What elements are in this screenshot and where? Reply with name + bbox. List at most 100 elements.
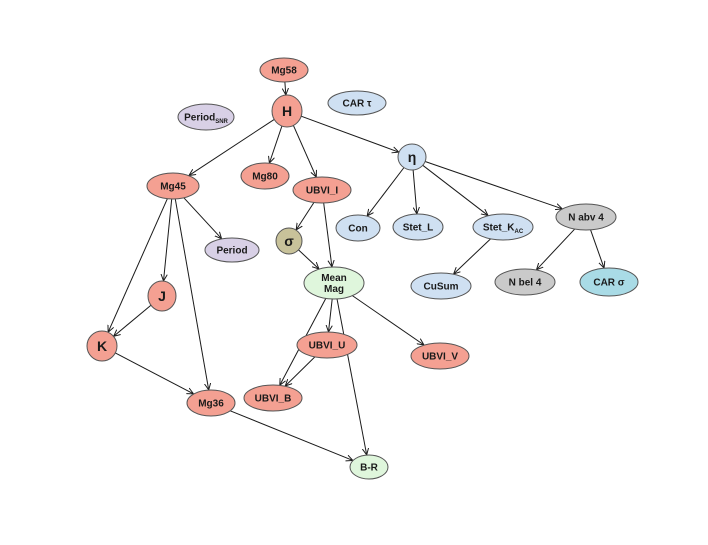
- node-mg36: Mg36: [186, 389, 236, 417]
- node-label-main: B-R: [360, 463, 379, 474]
- node-label-main: CAR σ: [593, 278, 624, 289]
- node-shape: [147, 280, 177, 312]
- node-label: CAR σ: [593, 278, 624, 289]
- node-shape: [243, 384, 303, 412]
- node-stet-l: Stet_L: [392, 213, 444, 241]
- node-shape: [86, 330, 118, 362]
- node-label: UBVI_V: [422, 352, 458, 363]
- edge-n-abv-4-to-n-bel-4: [537, 228, 576, 269]
- edge-ubvi-i-to-sigma: [296, 202, 315, 229]
- node-label: N bel 4: [509, 278, 542, 289]
- node-label: J: [158, 288, 166, 304]
- node-con: Con: [335, 214, 381, 242]
- node-mg45: Mg45: [146, 172, 200, 200]
- edge-mean-mag-to-ubvi-v: [352, 295, 423, 345]
- node-label-main: Mg80: [252, 172, 278, 183]
- node-shape: [410, 342, 470, 370]
- edge-ubvi-u-to-ubvi-b: [285, 356, 316, 386]
- node-ubvi-b: UBVI_B: [243, 384, 303, 412]
- edge-h-to-eta: [301, 115, 398, 152]
- node-label-main: η: [408, 149, 417, 165]
- node-b-r: B-R: [349, 454, 389, 480]
- edge-mean-mag-to-b-r: [336, 298, 367, 455]
- node-label-main: UBVI_V: [422, 352, 458, 363]
- node-label-main: K: [97, 338, 107, 354]
- node-label: η: [408, 149, 417, 165]
- node-label-main: Mg36: [198, 399, 224, 410]
- node-shape: [292, 176, 352, 204]
- edge-h-to-mg45: [189, 118, 275, 175]
- edge-sigma-to-mean-mag: [298, 249, 319, 269]
- edge-eta-to-stet-l: [412, 169, 417, 214]
- node-label-main: CuSum: [424, 282, 459, 293]
- node-shape: [579, 267, 639, 297]
- node-shape: [186, 389, 236, 417]
- node-mg58: Mg58: [259, 57, 309, 83]
- node-n-bel-4: N bel 4: [494, 268, 556, 296]
- node-shape: [410, 272, 472, 300]
- node-label: UBVI_B: [255, 394, 292, 405]
- node-label-main: J: [158, 288, 166, 304]
- node-shape: [146, 172, 200, 200]
- node-shape: [177, 103, 235, 131]
- node-label: N abv 4: [568, 213, 604, 224]
- node-shape: [303, 266, 365, 300]
- node-label-subscript: AC: [515, 229, 524, 235]
- node-eta: η: [397, 143, 427, 171]
- node-label-main: CAR τ: [343, 99, 372, 110]
- edge-h-to-mg80: [269, 125, 283, 163]
- node-label: Mg58: [271, 66, 297, 77]
- edge-mg45-to-period: [183, 197, 221, 239]
- edge-mean-mag-to-ubvi-u: [329, 298, 333, 332]
- node-label: UBVI_I: [306, 186, 338, 197]
- node-shape: [555, 203, 617, 231]
- node-label-main: UBVI_U: [309, 341, 346, 352]
- node-shape: [327, 90, 387, 116]
- node-label-main: UBVI_I: [306, 186, 338, 197]
- node-label-main: Stet_L: [403, 223, 434, 234]
- node-shape: [296, 331, 358, 359]
- node-car-sigma: CAR σ: [579, 267, 639, 297]
- node-label-main: Mg58: [271, 66, 297, 77]
- node-mg80: Mg80: [240, 162, 290, 190]
- node-k: K: [86, 330, 118, 362]
- node-ubvi-i: UBVI_I: [292, 176, 352, 204]
- node-label: PeriodSNR: [184, 113, 228, 126]
- edge-stet-kac-to-cusum: [454, 238, 491, 274]
- node-label-subscript: SNR: [215, 119, 228, 125]
- edge-h-to-ubvi-i: [292, 125, 316, 176]
- node-label-line-2: Mag: [324, 284, 344, 295]
- edge-mg45-to-j: [164, 198, 173, 281]
- edge-mg36-to-b-r: [230, 410, 352, 461]
- edge-eta-to-con: [367, 167, 405, 216]
- node-shape: [392, 213, 444, 241]
- node-label: CAR τ: [343, 99, 372, 110]
- node-label: CuSum: [424, 282, 459, 293]
- node-cusum: CuSum: [410, 272, 472, 300]
- node-shape: [397, 143, 427, 171]
- node-period-snr: PeriodSNR: [177, 103, 235, 131]
- node-label: UBVI_U: [309, 341, 346, 352]
- node-label: K: [97, 338, 107, 354]
- node-label-main: N bel 4: [509, 278, 542, 289]
- node-car-tau: CAR τ: [327, 90, 387, 116]
- node-shape: [335, 214, 381, 242]
- node-ubvi-u: UBVI_U: [296, 331, 358, 359]
- node-label-main: σ: [284, 233, 294, 249]
- node-stet-kac: Stet_KAC: [472, 213, 534, 241]
- node-shape: [204, 237, 260, 263]
- node-shape: [275, 227, 303, 255]
- edge-mg58-to-h: [285, 81, 286, 95]
- node-h: H: [271, 94, 303, 128]
- node-shape: [259, 57, 309, 83]
- node-label-main: UBVI_B: [255, 394, 292, 405]
- edge-mg45-to-k: [108, 198, 168, 332]
- node-label: Con: [348, 224, 367, 235]
- node-label: Mg80: [252, 172, 278, 183]
- node-label-line-1: Mean: [321, 273, 347, 284]
- node-shape: [240, 162, 290, 190]
- node-label-main: Period: [216, 246, 247, 257]
